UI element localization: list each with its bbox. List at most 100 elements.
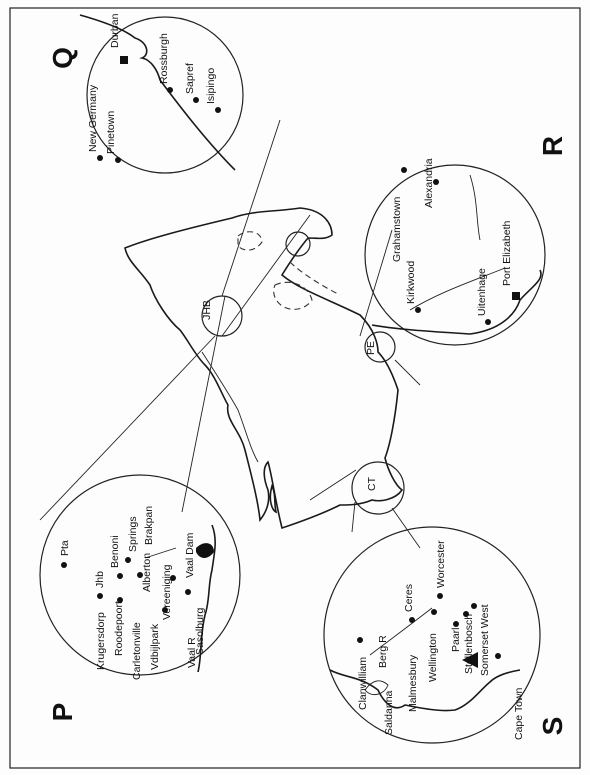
panel-r-coast xyxy=(371,269,542,335)
swaziland-border xyxy=(237,231,263,251)
panel-s-saldanha-bay xyxy=(364,680,389,696)
panel-s-circle xyxy=(323,526,541,744)
town-label-wellington: Wellington xyxy=(427,633,439,682)
locator-ct: CT xyxy=(351,461,405,515)
town-dot-sapref xyxy=(193,97,199,103)
town-dot-alberton xyxy=(137,572,143,578)
town-label-saldanha: Saldanha xyxy=(383,690,395,735)
panel-q-coast xyxy=(79,14,236,171)
town-label-alexandria: Alexandria xyxy=(423,158,435,208)
panel-r-river-2 xyxy=(469,174,481,241)
town-label-paarl: Paarl xyxy=(450,627,462,652)
connector-lines xyxy=(39,119,421,549)
town-label-pta: Pta xyxy=(59,540,71,556)
town-dot-kirkwood xyxy=(415,307,421,313)
panel-q-circle xyxy=(86,16,244,174)
town-label-kirkwood: Kirkwood xyxy=(405,261,417,304)
town-label-brakpan: Brakpan xyxy=(143,506,155,545)
town-label-ceres: Ceres xyxy=(403,584,415,612)
town-label-vereeniging: Vereeniging xyxy=(161,564,173,620)
provincial-border xyxy=(289,261,341,296)
figure-frame xyxy=(9,7,581,769)
town-dot-isipingo xyxy=(215,107,221,113)
town-dot-port-elizabeth xyxy=(512,292,520,300)
country-outline xyxy=(124,207,404,530)
town-dot-grahamstown xyxy=(401,167,407,173)
main-label-ct: CT xyxy=(366,476,378,491)
panel-q-letter: Q xyxy=(47,47,78,69)
town-label-vdbijlpark: Vdbijlpark xyxy=(149,623,161,670)
town-dot-roodepoort xyxy=(117,597,123,603)
town-label-uitenhage: Uitenhage xyxy=(476,268,488,316)
town-dot-vdbijlpark xyxy=(162,607,168,613)
town-dot-paarl xyxy=(453,621,459,627)
coastal-bump xyxy=(269,483,278,514)
town-label-sasolburg: Sasolburg xyxy=(194,608,206,655)
town-label-clanwilliam: Clanwilliam xyxy=(357,657,369,710)
panel-p-circle xyxy=(39,474,241,676)
town-label-roodepoort: Roodepoort xyxy=(113,601,125,656)
town-dot-new-germany xyxy=(97,155,103,161)
panel-r-letter: R xyxy=(537,136,568,156)
town-dot-worcester xyxy=(437,593,443,599)
town-label-somerset-west: Somerset West xyxy=(479,604,491,676)
town-dot-clanwilliam xyxy=(357,637,363,643)
inland-river xyxy=(201,351,259,463)
town-label-rossburgh: Rossburgh xyxy=(158,33,170,84)
town-dot-vereeniging xyxy=(170,575,176,581)
town-label-port-elizabeth: Port Elizabeth xyxy=(501,220,513,286)
town-label-vaal-r: Vaal R xyxy=(186,637,198,668)
panel-p-vaal-dam-shape xyxy=(196,543,214,558)
panel-r-river-1 xyxy=(409,267,506,311)
panel-s: Clanwilliam Berg R Saldanha Malmesbury C… xyxy=(323,526,568,744)
town-dot-alexandria xyxy=(433,179,439,185)
town-dot-durban xyxy=(120,56,128,64)
town-label-krugersdorp: Krugersdorp xyxy=(95,612,107,670)
main-label-jhb: JHB xyxy=(201,300,213,320)
town-dot-rossburgh xyxy=(167,87,173,93)
town-dot-pinetown xyxy=(115,157,121,163)
town-dot-cape-town xyxy=(495,653,501,659)
town-label-cape-town: Cape Town xyxy=(513,687,525,740)
town-label-malmesbury: Malmesbury xyxy=(407,654,419,712)
town-dot-jhb xyxy=(97,593,103,599)
town-label-berg-r: Berg R xyxy=(377,635,389,668)
town-label-vaal-dam: Vaal Dam xyxy=(184,532,196,578)
panel-s-letter: S xyxy=(537,717,568,736)
town-label-worcester: Worcester xyxy=(435,540,447,588)
main-label-pe: PE xyxy=(365,341,377,355)
locator-pe: PE xyxy=(364,331,396,363)
panel-q: New Germany Pinetown Durban Rossburgh Sa… xyxy=(47,13,244,174)
lesotho-border xyxy=(273,281,313,310)
locator-durban xyxy=(285,231,311,257)
town-label-new-germany: New Germany xyxy=(87,84,99,152)
town-label-durban: Durban xyxy=(109,13,121,48)
town-dot-uitenhage xyxy=(485,319,491,325)
panel-r-circle xyxy=(364,164,546,346)
panel-s-false-bay xyxy=(462,652,478,668)
town-dot-wellington xyxy=(431,609,437,615)
town-label-alberton: Alberton xyxy=(141,553,153,592)
town-label-carletonville: Carletonville xyxy=(131,622,143,680)
panel-r: Grahamstown Alexandria Kirkwood Uitenhag… xyxy=(364,136,568,346)
town-dot-ceres xyxy=(409,617,415,623)
panel-p-vaal-river xyxy=(197,524,216,673)
town-label-pinetown: Pinetown xyxy=(105,111,117,154)
locator-jhb: JHB xyxy=(201,295,243,337)
panel-p-letter: P xyxy=(47,703,78,722)
town-label-sapref: Sapref xyxy=(184,63,196,94)
town-label-isipingo: Isipingo xyxy=(205,68,217,104)
town-label-benoni: Benoni xyxy=(109,535,121,568)
town-dot-stellenbosch xyxy=(463,611,469,617)
town-label-jhb: Jhb xyxy=(94,571,106,588)
town-dot-sasolburg xyxy=(185,589,191,595)
town-label-springs: Springs xyxy=(127,516,139,552)
panel-s-berg-river xyxy=(369,607,433,656)
town-label-grahamstown: Grahamstown xyxy=(391,196,403,262)
panel-p-brakpan-leader xyxy=(144,547,177,559)
main-map xyxy=(124,207,404,530)
panel-p: Pta Jhb Benoni Springs Brakpan Krugersdo… xyxy=(39,474,241,722)
town-dot-somerset-west xyxy=(471,603,477,609)
